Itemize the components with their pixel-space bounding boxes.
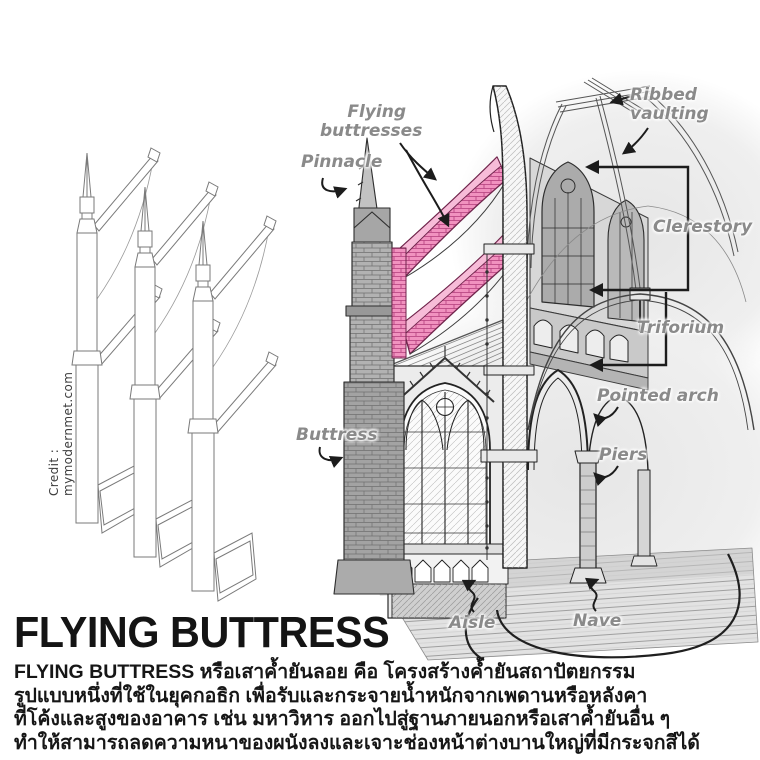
label-buttress: Buttress [296,425,378,445]
triforium-arcade [529,307,649,391]
label-piers: Piers [599,445,648,465]
label-ribbed-vaulting: Ribbed vaulting [630,85,709,124]
page-title: FLYING BUTTRESS [14,608,390,657]
label-triforium: Triforium [637,318,725,338]
buttress-line-drawing [71,147,279,602]
buttress-arrow [318,446,344,468]
pinnacle-arrow [321,177,348,199]
annotation-arrows [318,92,690,613]
description-line: รูปแบบหนึ่งที่ใช้ในยุคกอธิก เพื่อรับและก… [14,684,648,707]
piers-arrow [593,465,619,486]
flying-buttresses-arrow-1 [399,142,438,181]
triforium-bracket [603,292,668,367]
label-pointed-arch: Pointed arch [597,386,719,406]
nave-arrow [584,577,600,612]
credit-text: Credit : mymodernmet.com [47,371,75,496]
description-line: ที่โค้งและสูงของอาคาร เช่น มหาวิหาร ออกไ… [14,708,671,730]
label-clerestory: Clerestory [653,217,753,237]
pointed-arch-arrow [593,406,619,427]
label-flying-buttresses: Flying buttresses [320,102,423,141]
label-nave: Nave [573,611,622,631]
flying-buttresses-arrow-2 [405,149,450,228]
pier-column-rear [637,469,651,557]
ribbed-vaulting-arrow-2 [621,127,649,155]
buttress-tower [333,137,415,595]
clerestory-bracket [599,165,690,292]
buttress-pink-seat [391,247,407,359]
aisle-arrow [461,579,477,613]
label-pinnacle: Pinnacle [301,152,383,172]
description-paragraph: FLYING BUTTRESS หรือเสาค้ำยันลอย คือ โคร… [14,661,700,755]
description-line: ทำให้สามารถลดความหนาของผนังลงและเจาะช่อง… [14,731,700,754]
nave-wall-section [480,85,538,569]
description-line: FLYING BUTTRESS หรือเสาค้ำยันลอย คือ โคร… [14,661,636,683]
pier-column [579,461,597,571]
ribbed-vaulting-arrow-1 [609,92,633,106]
nave-outline-curve [464,553,741,661]
nave-arcade [527,369,658,584]
cathedral-cutaway [333,70,760,661]
clerestory-wall [529,157,649,333]
label-aisle: Aisle [449,613,496,633]
